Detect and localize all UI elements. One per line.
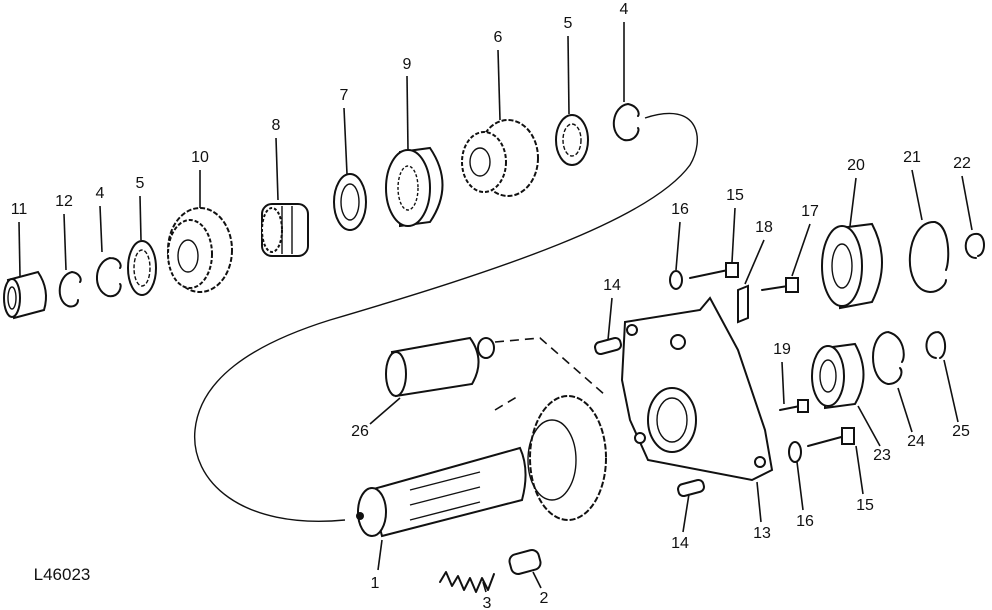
callout-leader [497,49,501,121]
part-25-small-ring [925,331,946,359]
callout-label: 17 [801,203,819,220]
callout-leader [607,297,613,341]
part-12-snap-ring [58,271,82,308]
part-20-bearing [821,222,883,310]
callout-label: 4 [620,1,629,18]
assembly-flow-curve [194,112,698,522]
part-5-splined-washer-right [555,114,589,166]
part-24-snap-ring [872,331,905,385]
part-2-plug [508,549,542,575]
part-7-washer [333,173,367,231]
figure-id: L46023 [34,565,91,584]
callout-leader [682,493,690,533]
callout-label: 6 [494,29,503,46]
callout-label: 21 [903,149,921,166]
part-4-snap-ring-right [613,103,640,142]
callout-leader [275,137,279,201]
part-14-pin-lower [677,478,705,498]
callout-label: 13 [753,525,771,542]
part-15-bolt-upper [689,262,739,279]
part-23-bearing [811,342,865,410]
callout-label: 7 [340,87,349,104]
callout-leader [369,397,401,425]
callout-label: 15 [726,187,744,204]
callout-label: 25 [952,423,970,440]
part-22-small-ring [964,232,985,259]
part-3-spring [439,571,495,593]
callout-leader [796,461,804,511]
callout-label: 11 [11,201,28,218]
callout-label: 5 [564,15,573,32]
callout-leader [406,75,409,151]
callout-leader [961,175,973,231]
callout-leader [897,387,913,433]
callout-label: 16 [671,201,689,218]
part-8-gear-hub [261,203,309,257]
callout-label: 10 [191,149,209,166]
callout-leader [857,405,881,447]
callout-label: 1 [371,575,380,592]
callout-label: 18 [755,219,773,236]
part-10-gear [167,207,233,293]
callout-leader [567,35,570,115]
callout-label: 4 [96,185,105,202]
part-4-snap-ring-left [96,257,122,298]
part-17-bolt [761,277,799,293]
part-21-snap-ring [909,220,950,293]
part-14-pin-upper [594,336,622,356]
callout-label: 3 [483,595,492,610]
part-11-bushing [3,270,47,320]
part-6-gear [461,119,539,197]
part-13-housing [620,296,774,482]
callout-leader [377,539,383,571]
callout-label: 16 [796,513,814,530]
part-19-bolt [779,399,809,413]
callout-label: 14 [671,535,689,552]
part-9-coupler [385,146,444,228]
callout-leader [731,207,736,263]
callout-label: 14 [603,277,621,294]
callout-leader [855,445,864,495]
callout-leader [911,169,923,221]
callout-leader [791,223,811,277]
callout-label: 8 [272,117,281,134]
part-1-shaft [356,395,607,538]
callout-label: 12 [55,193,73,210]
alignment-dash-lower [494,394,521,411]
callout-leader [343,107,348,175]
part-16-washer-lower [788,441,802,463]
callout-label: 26 [351,423,369,440]
callout-label: 20 [847,157,865,174]
callout-label: 19 [773,341,791,358]
callout-leader [532,571,542,589]
callout-leader [18,221,21,277]
callout-label: 24 [907,433,925,450]
callout-leader [139,195,142,241]
callout-leader [781,361,785,405]
callout-leader [744,239,765,285]
callout-leader [849,177,857,227]
part-26-splined-sleeve [385,336,495,398]
callout-leader [756,481,762,523]
part-15-bolt-lower [807,427,855,447]
callout-leader [943,359,959,423]
callout-leader [99,205,103,253]
callout-leader [675,221,681,271]
part-16-washer-upper [669,270,683,290]
callout-label: 2 [540,590,549,607]
alignment-dash-upper [494,337,606,396]
part-5-splined-washer-left [127,240,157,296]
callout-label: 23 [873,447,891,464]
part-18-tab [737,284,749,324]
callout-label: 5 [136,175,145,192]
callout-leader [482,581,487,593]
callout-label: 22 [953,155,971,172]
callout-leader [63,213,67,271]
callout-label: 15 [856,497,874,514]
callout-label: 9 [403,56,412,73]
